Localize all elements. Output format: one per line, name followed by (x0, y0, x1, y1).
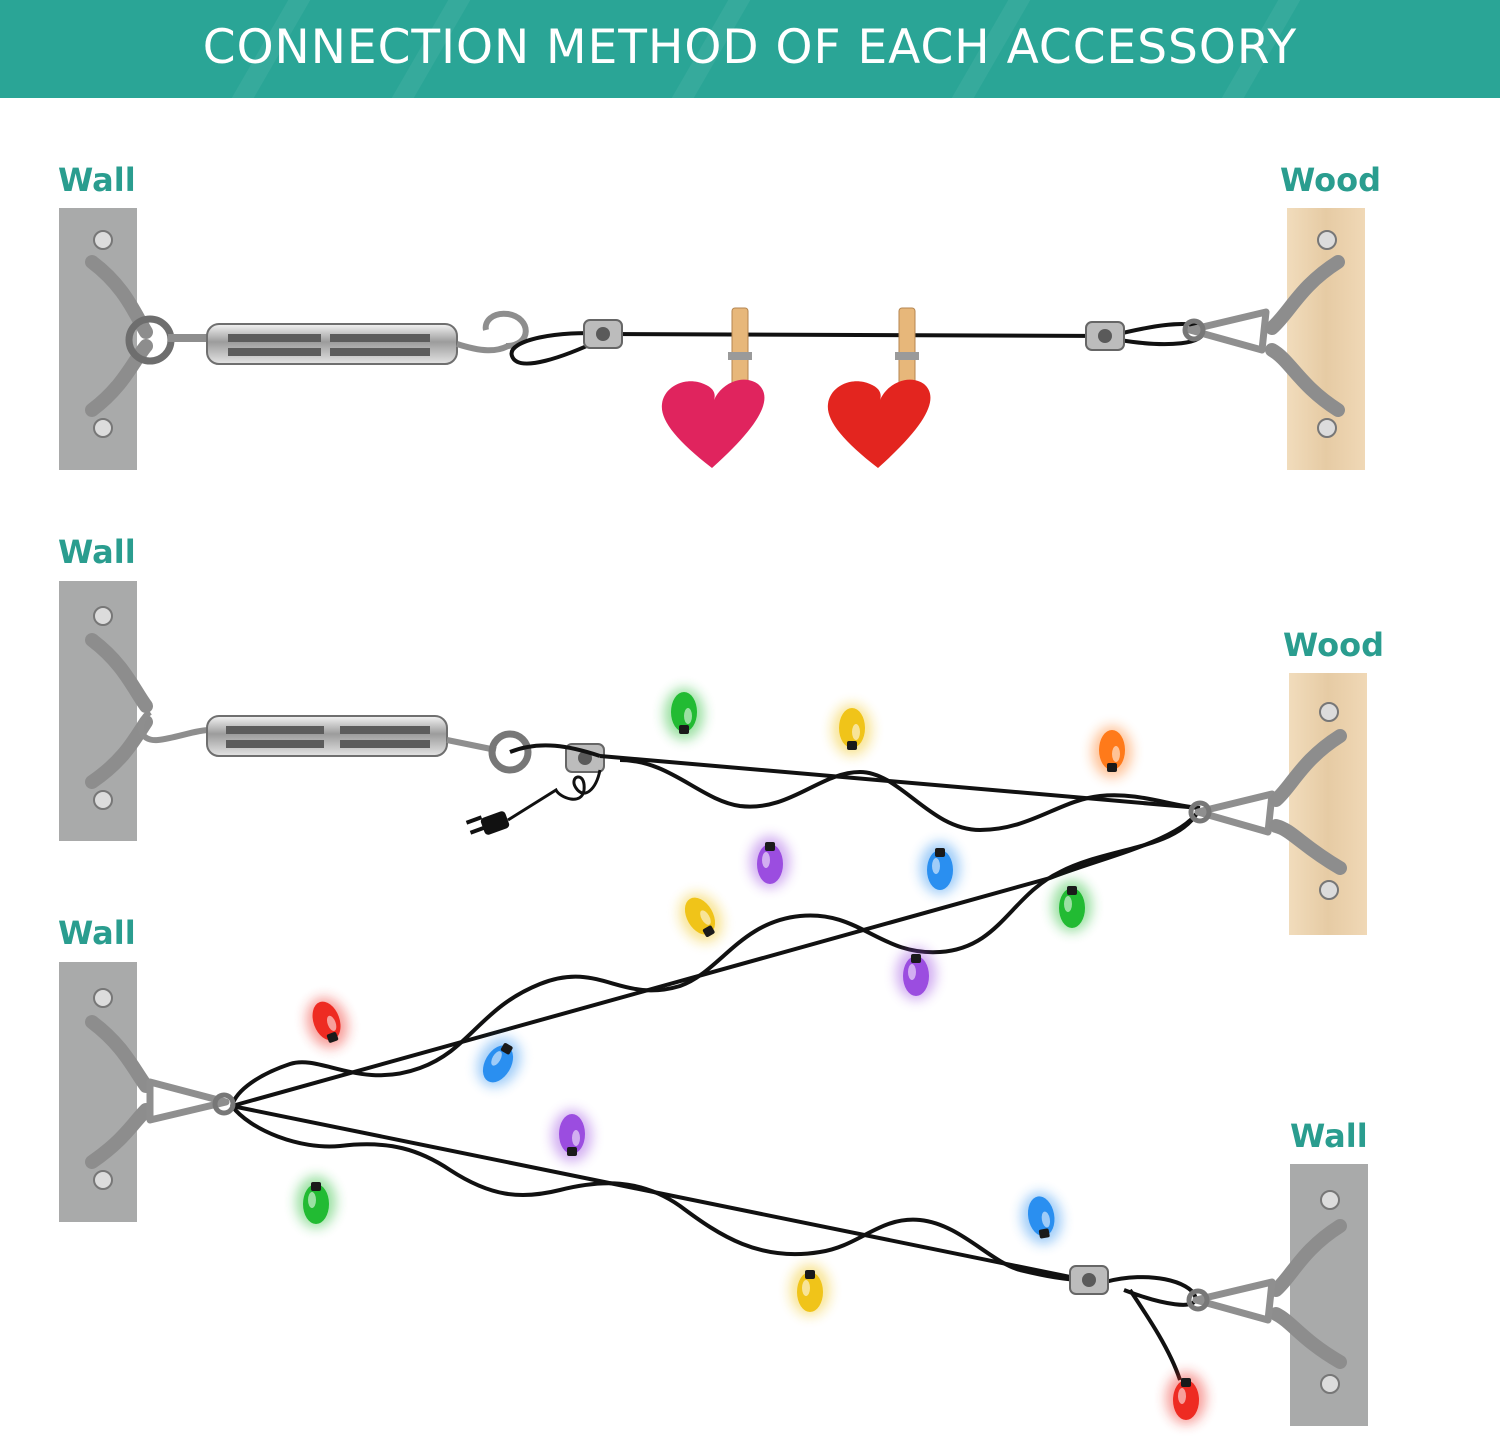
bulb-icon (790, 1264, 830, 1316)
label-wall-1: Wall (58, 161, 136, 199)
bulb-icon (896, 948, 936, 1000)
wire-clip-icon (583, 319, 623, 349)
pad-eye-icon (1269, 702, 1347, 900)
bulb-icon (296, 1176, 336, 1228)
wall-plate-icon (1269, 1164, 1368, 1426)
bulb-icon (306, 997, 349, 1049)
bulb-icon (1092, 726, 1132, 778)
snap-hook-icon (146, 1078, 236, 1124)
heart-icon (827, 379, 931, 468)
wood-plate-icon (1269, 673, 1367, 935)
wall-plate-icon (59, 581, 153, 841)
bulb-icon (1021, 1192, 1062, 1245)
label-wall-4: Wall (1290, 1117, 1368, 1155)
snap-hook-icon (1188, 790, 1276, 836)
bulb-icon (1166, 1372, 1206, 1424)
bulb-icon (1052, 880, 1092, 932)
wall-plate-icon (59, 208, 175, 470)
bulb-icon (552, 1110, 592, 1162)
wood-plate-icon (1265, 208, 1365, 470)
pad-eye-icon (1269, 1190, 1347, 1394)
pad-eye-icon (85, 988, 153, 1190)
plug-icon (465, 769, 602, 835)
label-wall-2: Wall (58, 533, 136, 571)
snap-hook-icon (1182, 308, 1270, 354)
wire-clip-icon (1069, 1265, 1109, 1295)
bulb-icon (832, 704, 872, 756)
label-wood-1: Wood (1280, 161, 1382, 199)
bulb-icon (679, 893, 723, 943)
cable-string-lights (230, 743, 1202, 1381)
string-light-bulbs (296, 688, 1206, 1424)
turnbuckle-icon (138, 709, 532, 774)
bulb-icon (664, 688, 704, 740)
page-title: CONNECTION METHOD OF EACH ACCESSORY (202, 20, 1298, 75)
turnbuckle-icon (168, 310, 529, 365)
heart-icon (661, 379, 765, 468)
bulb-icon (920, 842, 960, 894)
bulb-icon (750, 836, 790, 888)
header-banner: CONNECTION METHOD OF EACH ACCESSORY (0, 0, 1500, 98)
pad-eye-icon (1265, 230, 1345, 438)
wire-clip-icon (1085, 321, 1125, 351)
bulb-icon (477, 1037, 521, 1087)
snap-hook-icon (1186, 1278, 1276, 1324)
wall-plate-icon (59, 962, 153, 1222)
label-wood-2: Wood (1283, 626, 1385, 664)
label-wall-3: Wall (58, 914, 136, 952)
